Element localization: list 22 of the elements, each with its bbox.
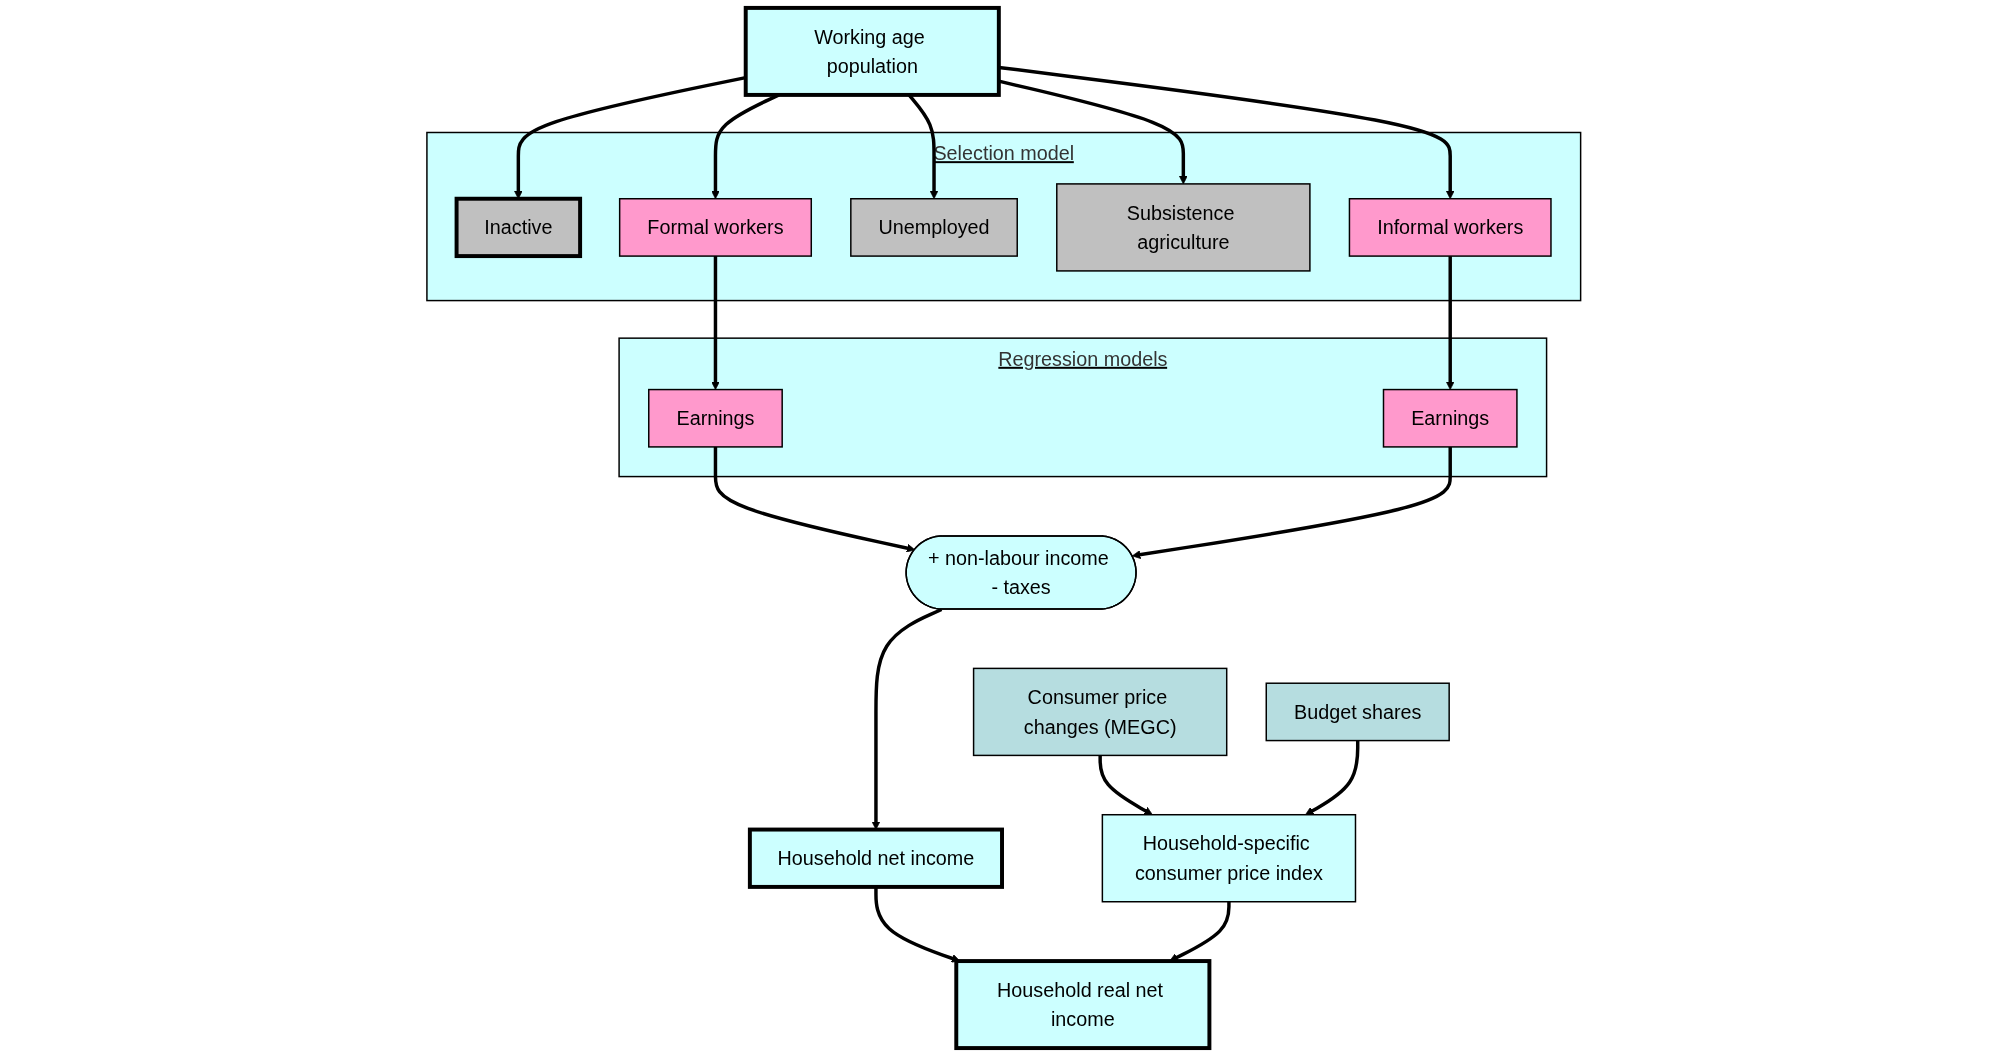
arrow	[710, 256, 720, 390]
node-box: Earnings	[1382, 388, 1518, 448]
arrow	[1304, 740, 1360, 816]
node-box: Household-specific consumer price index	[1101, 814, 1356, 903]
arrow	[1169, 901, 1231, 962]
node-box: Unemployed	[849, 198, 1018, 257]
node-box: Informal workers	[1348, 198, 1552, 257]
node-box: Budget shares	[1265, 682, 1450, 742]
node-box: Household net income	[747, 827, 1004, 889]
node-box: Earnings	[647, 388, 783, 448]
arrow	[1131, 446, 1452, 559]
arrow	[871, 607, 942, 830]
node-box: Subsistence agriculture	[1055, 183, 1311, 272]
node-box: Formal workers	[618, 198, 812, 257]
arrow	[713, 446, 915, 553]
node-box: Consumer price changes (MEGC)	[972, 667, 1228, 757]
arrow	[1098, 755, 1153, 816]
arrow	[1445, 256, 1455, 390]
arrow	[873, 886, 960, 963]
node-box: Inactive	[454, 196, 582, 259]
node-box: Working age population	[743, 5, 1001, 97]
node-box: Household real net income	[954, 959, 1212, 1051]
